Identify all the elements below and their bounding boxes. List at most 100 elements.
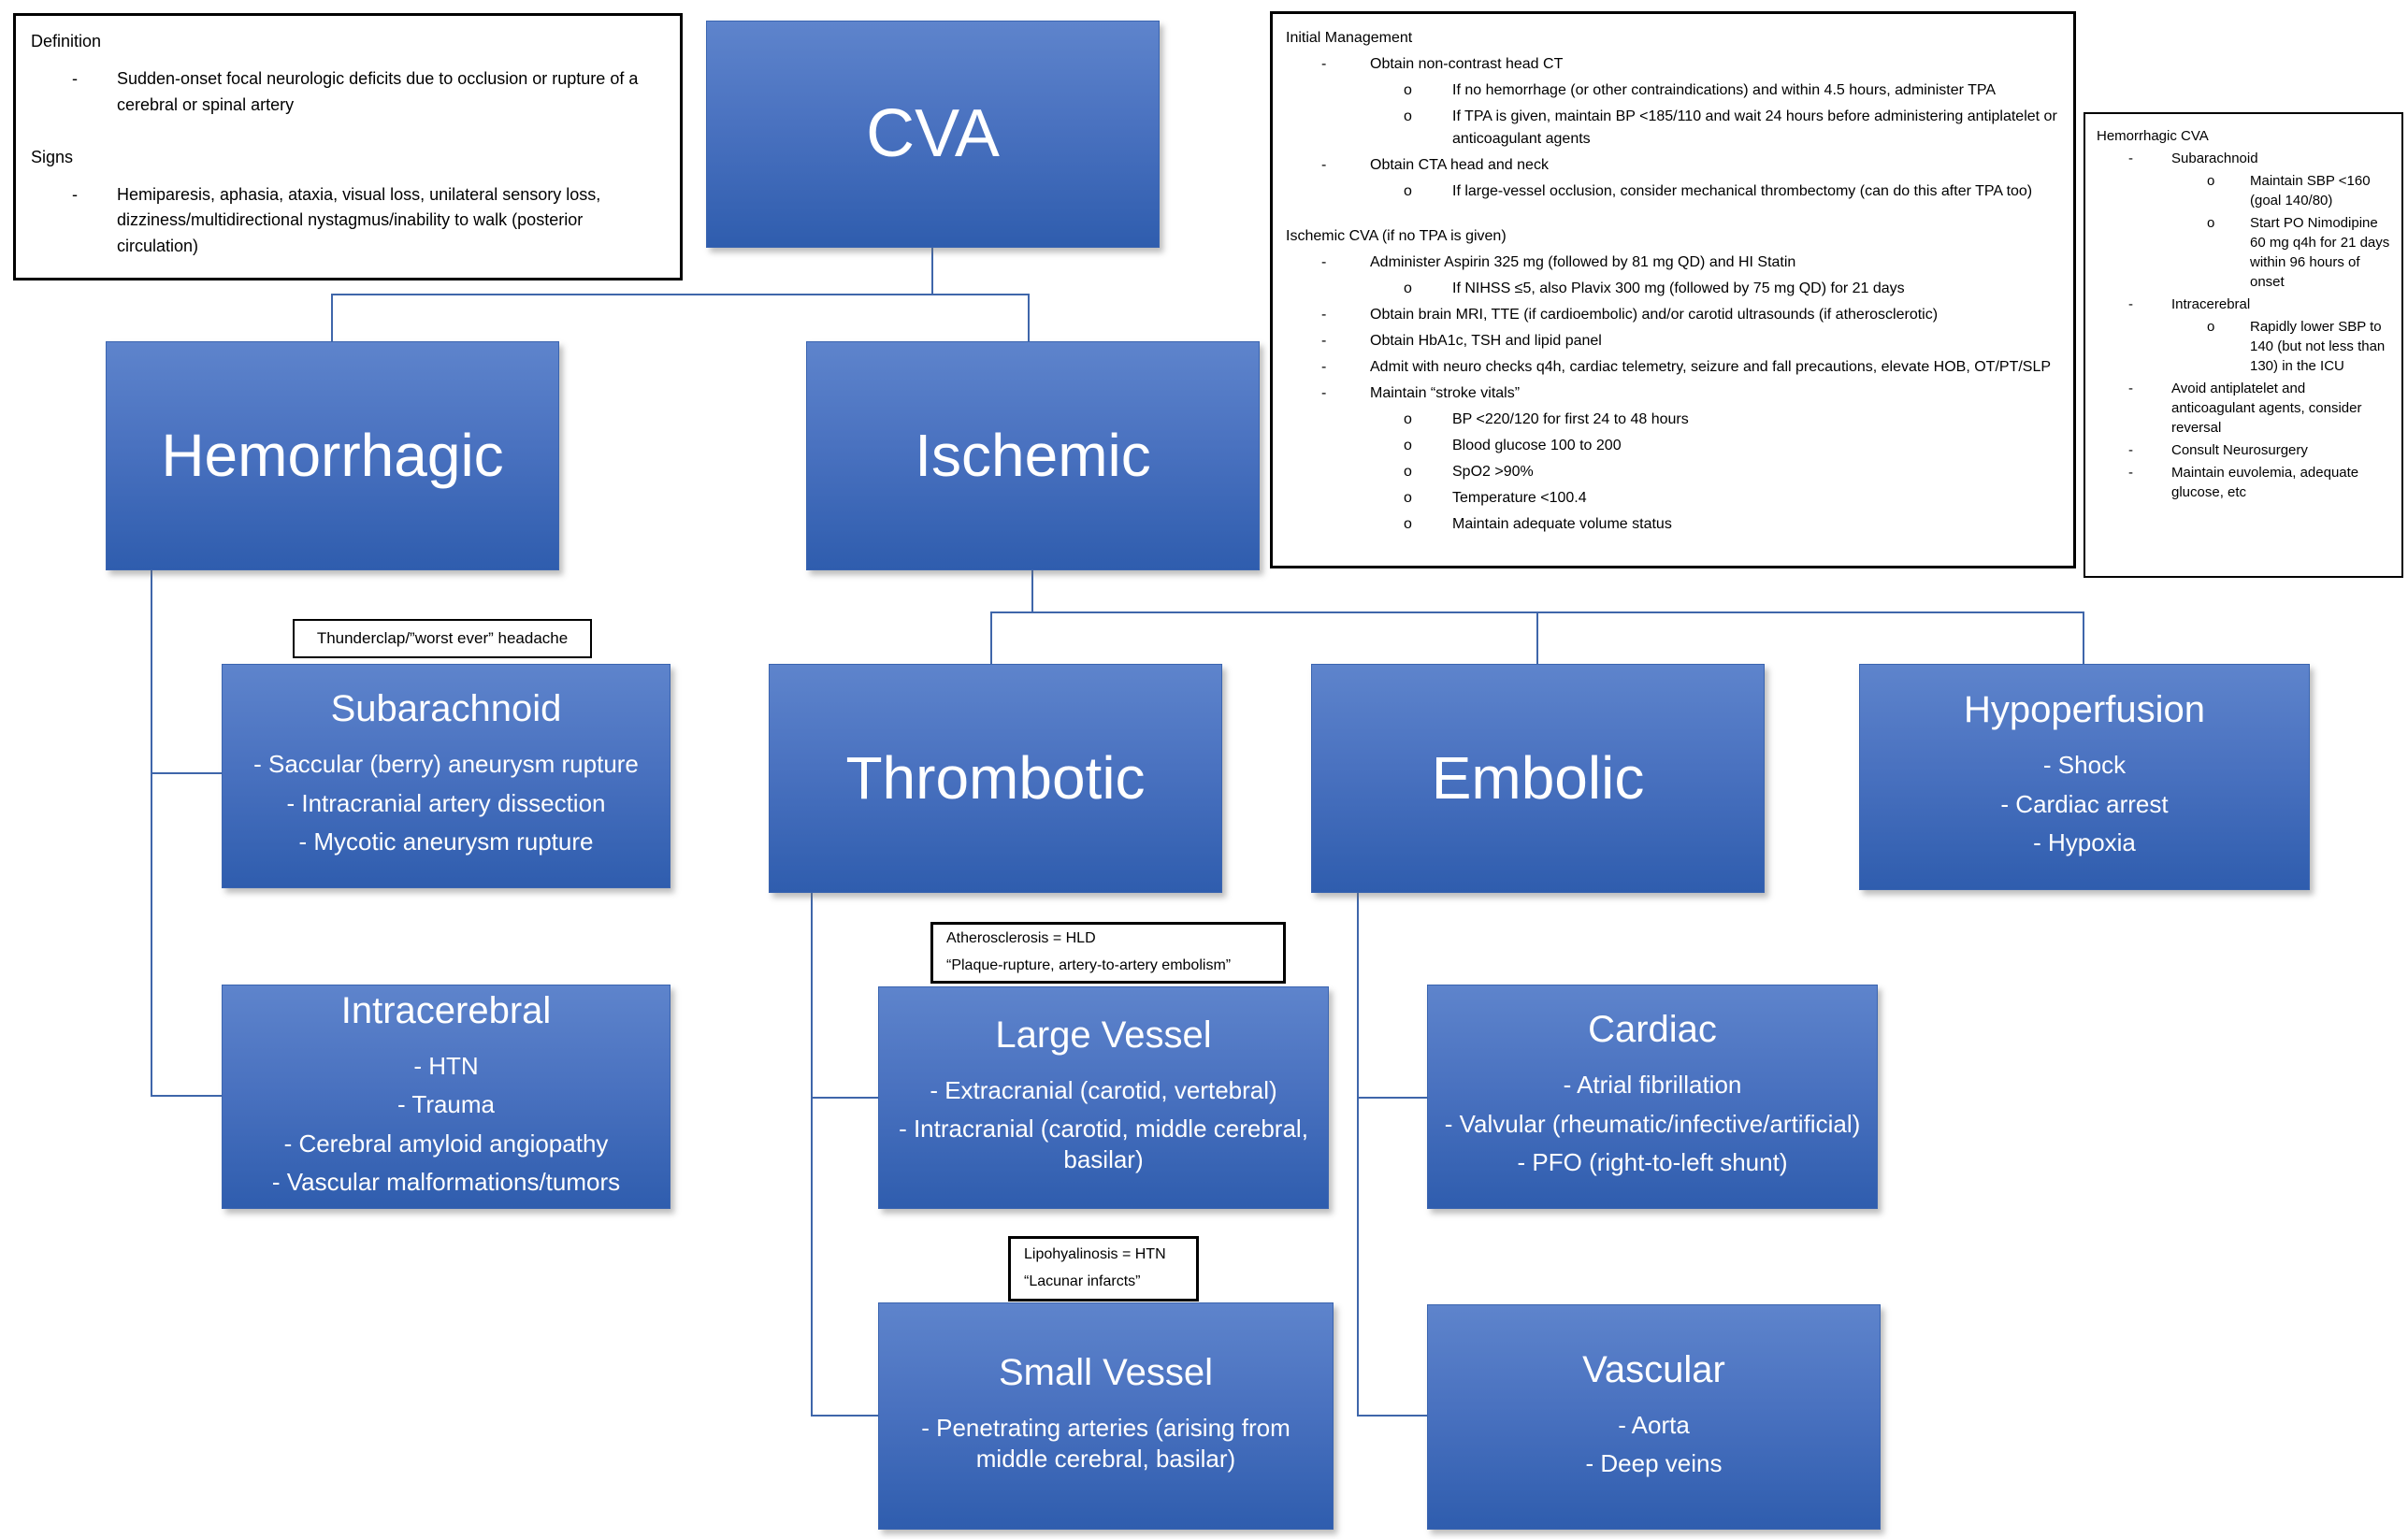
- item-text: Definition: [31, 32, 102, 50]
- list-item: o If TPA is given, maintain BP <185/110 a…: [1286, 106, 2060, 151]
- bullet-marker: o: [1404, 108, 1412, 124]
- node-title: Intracerebral: [340, 989, 552, 1031]
- item-text: Obtain HbA1c, TSH and lipid panel: [1370, 333, 1602, 349]
- node-title: Hemorrhagic: [161, 422, 504, 490]
- node-title: Hypoperfusion: [1964, 689, 2205, 731]
- node-title: Ischemic: [915, 422, 1151, 490]
- node-line: - Extracranial (carotid, vertebral): [930, 1075, 1277, 1104]
- bullet-marker: -: [2128, 151, 2133, 166]
- item-text: If large-vessel occlusion, consider mech…: [1452, 183, 2033, 199]
- item-text: Maintain euvolemia, adequate glucose, et…: [2171, 465, 2359, 500]
- node-subarachnoid: Subarachnoid - Saccular (berry) aneurysm…: [222, 664, 670, 888]
- bullet-marker: o: [1404, 490, 1412, 506]
- node-ischemic: Ischemic: [806, 341, 1260, 570]
- connector-ischemic-drop: [1031, 570, 1033, 612]
- note-lipohyalinosis: Lipohyalinosis = HTN “Lacunar infarcts”: [1008, 1236, 1199, 1302]
- item-text: Avoid antiplatelet and anticoagulant age…: [2171, 381, 2362, 436]
- connector-rail-intracerebral: [151, 1095, 223, 1097]
- node-line: - Cardiac arrest: [2000, 789, 2169, 818]
- note-line: “Lacunar infarcts”: [1024, 1273, 1141, 1289]
- connector-hemorrhagic-rail: [151, 570, 152, 1097]
- connector-branch-hemorrhagic: [331, 294, 333, 342]
- item-text: Hemorrhagic CVA: [2097, 128, 2209, 144]
- bullet-marker: -: [1321, 385, 1327, 401]
- bullet-marker: -: [1321, 359, 1327, 375]
- bullet-marker: o: [1404, 464, 1412, 480]
- node-line: - Saccular (berry) aneurysm rupture: [253, 750, 639, 779]
- item-text: Administer Aspirin 325 mg (followed by 8…: [1370, 254, 1796, 270]
- item-text: SpO2 >90%: [1452, 464, 1534, 480]
- node-title: Thrombotic: [845, 744, 1146, 813]
- node-hypoperfusion: Hypoperfusion - Shock- Cardiac arrest- H…: [1859, 664, 2310, 890]
- bullet-marker: -: [72, 184, 78, 204]
- node-line: - Vascular malformations/tumors: [271, 1168, 621, 1196]
- node-cva: CVA: [706, 21, 1160, 248]
- bullet-marker: -: [2128, 381, 2133, 396]
- node-line: - PFO (right-to-left shunt): [1517, 1148, 1788, 1177]
- item-text: Intracerebral: [2171, 296, 2251, 312]
- item-text: If TPA is given, maintain BP <185/110 an…: [1452, 108, 2057, 147]
- node-title: Cardiac: [1588, 1009, 1717, 1051]
- note-definition: Definition - Sudden-onset focal neurologic…: [13, 13, 683, 280]
- note-initial-management: Initial Management-Obtain non-contrast h…: [1270, 11, 2076, 568]
- node-line: - HTN: [413, 1051, 479, 1080]
- node-lines: - Extracranial (carotid, vertebral)- Int…: [887, 1067, 1320, 1184]
- list-item: Signs: [31, 145, 665, 171]
- node-lines: - Shock- Cardiac arrest- Hypoxia: [1867, 741, 2301, 867]
- bullet-marker: -: [72, 68, 78, 88]
- list-item: -Maintain euvolemia, adequate glucose, e…: [2097, 463, 2390, 502]
- node-intracerebral: Intracerebral - HTN- Trauma- Cerebral am…: [222, 985, 670, 1209]
- list-item: -Consult Neurosurgery: [2097, 440, 2390, 460]
- node-title: Vascular: [1582, 1348, 1725, 1390]
- connector-branch-thrombotic: [990, 611, 992, 665]
- item-text: Temperature <100.4: [1452, 490, 1587, 506]
- bullet-marker: -: [1321, 307, 1327, 323]
- item-text: Obtain CTA head and neck: [1370, 157, 1549, 173]
- connector-thrombotic-rail: [811, 893, 813, 1417]
- connector-rail-cardiac: [1357, 1097, 1427, 1099]
- bullet-marker: o: [1404, 516, 1412, 532]
- item-text: BP <220/120 for first 24 to 48 hours: [1452, 411, 1689, 427]
- item-text: Obtain brain MRI, TTE (if cardioembolic)…: [1370, 307, 1939, 323]
- item-text: Signs: [31, 147, 74, 166]
- item-text: Sudden-onset focal neurologic deficits d…: [117, 68, 639, 114]
- node-lines: - Saccular (berry) aneurysm rupture- Int…: [230, 741, 662, 866]
- list-item: - Sudden-onset focal neurologic deficits …: [31, 66, 665, 119]
- note-line: Lipohyalinosis = HTN: [1024, 1246, 1166, 1263]
- connector-rail-vascular: [1357, 1415, 1427, 1417]
- list-item: -Administer Aspirin 325 mg (followed by …: [1286, 252, 2060, 274]
- node-lines: - HTN- Trauma- Cerebral amyloid angiopat…: [230, 1043, 662, 1206]
- bullet-marker: o: [2207, 215, 2215, 231]
- bullet-marker: -: [1321, 157, 1327, 173]
- list-item: o Maintain adequate volume status: [1286, 513, 2060, 536]
- item-text: Maintain adequate volume status: [1452, 516, 1672, 532]
- node-line: - Hypoxia: [2033, 828, 2136, 857]
- node-title: Embolic: [1431, 744, 1645, 813]
- bullet-marker: o: [1404, 411, 1412, 427]
- bullet-marker: -: [1321, 56, 1327, 72]
- list-item: Hemorrhagic CVA: [2097, 126, 2390, 146]
- bullet-marker: o: [1404, 82, 1412, 98]
- connector-branch-ischemic: [1028, 294, 1030, 342]
- list-item: Ischemic CVA (if no TPA is given): [1286, 225, 2060, 248]
- bullet-marker: -: [2128, 296, 2133, 312]
- item-text: Obtain non-contrast head CT: [1370, 56, 1564, 72]
- list-item: Definition: [31, 29, 665, 55]
- connector-branch-hypoperfusion: [2083, 611, 2084, 665]
- note-atherosclerosis: Atherosclerosis = HLD “Plaque-rupture, a…: [930, 922, 1286, 984]
- list-item: o BP <220/120 for first 24 to 48 hours: [1286, 409, 2060, 431]
- node-line: - Valvular (rheumatic/infective/artifici…: [1444, 1109, 1861, 1138]
- connector-cva-branch: [331, 294, 1030, 295]
- item-text: Maintain “stroke vitals”: [1370, 385, 1521, 401]
- node-line: - Atrial fibrillation: [1563, 1071, 1742, 1100]
- node-large-vessel: Large Vessel - Extracranial (carotid, ve…: [878, 986, 1329, 1209]
- node-line: - Trauma: [397, 1090, 496, 1118]
- list-item: - Avoid antiplatelet and anticoagulant ag…: [2097, 379, 2390, 438]
- node-title: Large Vessel: [995, 1014, 1212, 1056]
